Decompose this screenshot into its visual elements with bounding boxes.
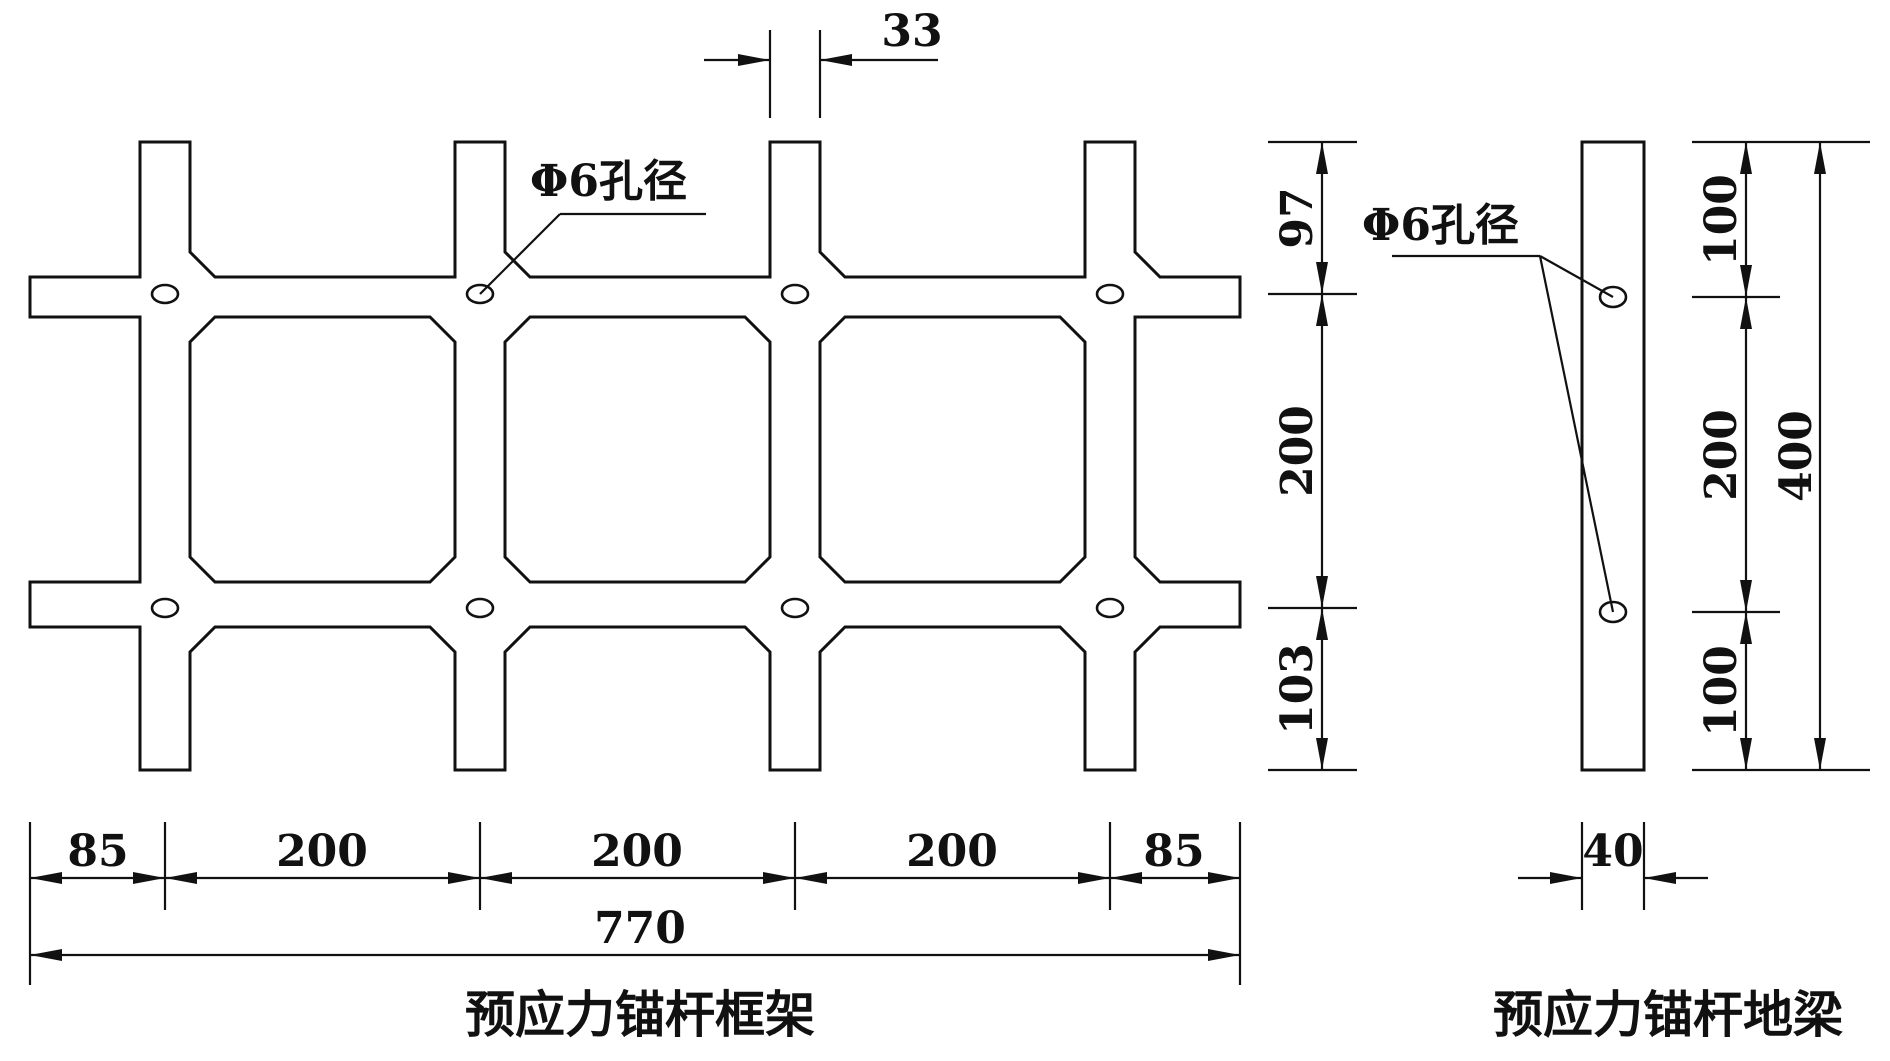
frame-opening-2 — [503, 315, 772, 584]
frame-right-dimensions: 97 200 103 — [1268, 140, 1357, 772]
frame-hole-label: Φ6孔径 — [530, 156, 687, 207]
frame-hole — [780, 283, 810, 305]
dim-label: 200 — [1696, 409, 1747, 501]
beam-width-label: 40 — [1582, 826, 1643, 877]
arrow-icon — [1740, 580, 1752, 612]
arrow-icon — [763, 872, 795, 884]
frame-hole — [1095, 283, 1125, 305]
frame-hole — [1095, 597, 1125, 619]
arrow-icon — [1316, 738, 1328, 770]
dim-label: 200 — [906, 826, 998, 877]
dim-label: 100 — [1696, 645, 1747, 737]
arrow-icon — [795, 872, 827, 884]
beam-title: 预应力锚杆地梁 — [1493, 985, 1843, 1044]
dim-label: 100 — [1696, 174, 1747, 266]
frame-title: 预应力锚杆框架 — [465, 985, 815, 1044]
total-height-label: 400 — [1771, 410, 1822, 502]
arrow-icon — [1316, 142, 1328, 174]
col-width-label: 33 — [881, 6, 942, 57]
dim-label: 85 — [67, 826, 128, 877]
arrow-icon — [133, 872, 165, 884]
frame-outline — [28, 140, 1242, 772]
beam-hole-label: Φ6孔径 — [1362, 200, 1519, 251]
arrow-icon — [1740, 738, 1752, 770]
arrow-icon — [1740, 297, 1752, 329]
dim-label: 200 — [276, 826, 368, 877]
beam-outline — [1580, 140, 1646, 772]
total-width-label: 770 — [594, 903, 686, 954]
frame-grid — [28, 140, 1242, 772]
arrow-icon — [448, 872, 480, 884]
arrow-icon — [1208, 949, 1240, 961]
arrow-icon — [1814, 738, 1826, 770]
col-width-dimension: 33 — [704, 6, 943, 118]
arrow-icon — [1740, 612, 1752, 644]
dim-label: 200 — [591, 826, 683, 877]
arrow-icon — [1316, 608, 1328, 640]
arrow-icon — [1550, 872, 1582, 884]
dim-label: 97 — [1272, 187, 1323, 248]
dim-label: 85 — [1143, 826, 1204, 877]
arrow-icon — [1316, 294, 1328, 326]
dim-label: 200 — [1272, 405, 1323, 497]
arrow-icon — [30, 872, 62, 884]
frame-hole-callout: Φ6孔径 — [479, 156, 706, 295]
frame-hole — [780, 597, 810, 619]
arrow-icon — [820, 54, 852, 66]
beam-callout-leader — [1538, 255, 1615, 613]
arrow-icon — [1740, 142, 1752, 174]
dim-label: 103 — [1272, 643, 1323, 735]
frame-hole — [150, 283, 180, 305]
arrow-icon — [1740, 265, 1752, 297]
frame-bottom-dimensions: 85 200 200 200 85 770 — [28, 822, 1242, 985]
ground-beam — [1580, 140, 1646, 772]
arrow-icon — [1078, 872, 1110, 884]
beam-width-dimension: 40 — [1518, 822, 1708, 910]
arrow-icon — [480, 872, 512, 884]
arrow-icon — [1110, 872, 1142, 884]
arrow-icon — [738, 54, 770, 66]
beam-hole-callout: Φ6孔径 — [1362, 200, 1615, 613]
arrow-icon — [1316, 576, 1328, 608]
beam-callout-leader — [1539, 255, 1614, 298]
arrow-icon — [1814, 142, 1826, 174]
frame-opening-3 — [818, 315, 1087, 584]
frame-opening-1 — [188, 315, 457, 584]
arrow-icon — [1208, 872, 1240, 884]
beam-vertical-dimensions: 100 200 100 400 — [1692, 140, 1870, 772]
arrow-icon — [30, 949, 62, 961]
arrow-icon — [1644, 872, 1676, 884]
arrow-icon — [165, 872, 197, 884]
frame-hole — [465, 597, 495, 619]
arrow-icon — [1316, 262, 1328, 294]
frame-hole — [150, 597, 180, 619]
frame-callout-leader — [479, 213, 561, 295]
